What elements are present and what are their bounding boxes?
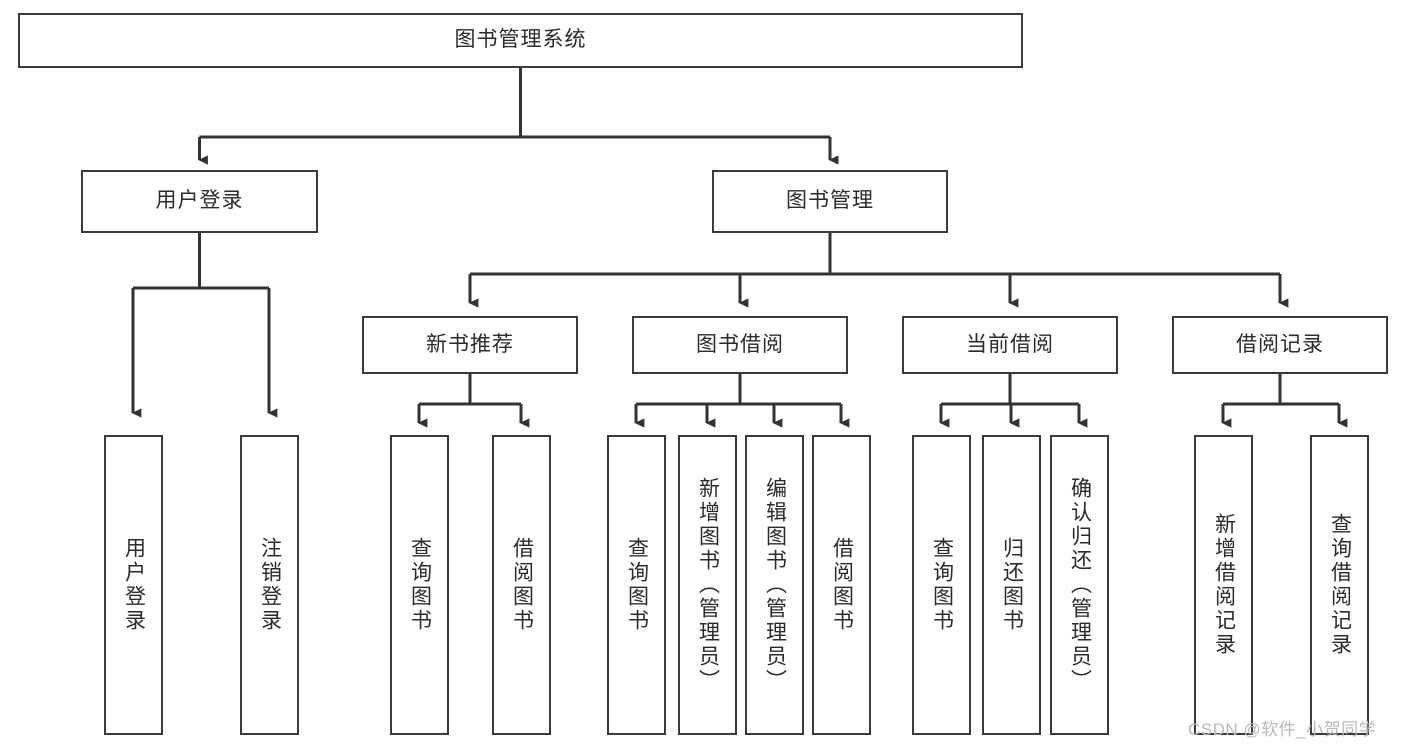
node-leaf-user-login[interactable]: 用户登录 [104,435,163,735]
node-borrow-record-label: 借阅记录 [1236,332,1324,356]
node-leaf-query-record-label: 查询借阅记录 [1328,513,1352,657]
node-current-borrow-label: 当前借阅 [966,332,1054,356]
node-new-book-recommend[interactable]: 新书推荐 [362,316,578,374]
node-book-borrow-label: 图书借阅 [696,332,784,356]
node-leaf-edit-book[interactable]: 编辑图书（管理员） [745,435,804,735]
node-book-borrow[interactable]: 图书借阅 [632,316,848,374]
node-leaf-return-book[interactable]: 归还图书 [982,435,1041,735]
node-borrow-record[interactable]: 借阅记录 [1172,316,1388,374]
node-leaf-confirm-return-label: 确认归还（管理员） [1068,477,1092,693]
node-leaf-user-logout-label: 注销登录 [258,537,282,633]
node-leaf-add-book-label: 新增图书（管理员） [696,477,720,693]
node-leaf-query-book-1-label: 查询图书 [408,537,432,633]
node-leaf-add-record-label: 新增借阅记录 [1212,513,1236,657]
node-leaf-query-book-3-label: 查询图书 [930,537,954,633]
node-new-book-recommend-label: 新书推荐 [426,332,514,356]
node-leaf-edit-book-label: 编辑图书（管理员） [763,477,787,693]
node-leaf-query-book-1[interactable]: 查询图书 [390,435,449,735]
node-leaf-query-book-3[interactable]: 查询图书 [912,435,971,735]
node-leaf-borrow-book-1[interactable]: 借阅图书 [492,435,551,735]
node-leaf-query-book-2[interactable]: 查询图书 [607,435,666,735]
watermark: CSDN @软件_小贺同学 [1188,720,1377,739]
node-book-management-label: 图书管理 [786,189,874,213]
node-leaf-borrow-book-2[interactable]: 借阅图书 [812,435,871,735]
node-leaf-query-book-2-label: 查询图书 [625,537,649,633]
node-leaf-return-book-label: 归还图书 [1000,537,1024,633]
node-leaf-add-book[interactable]: 新增图书（管理员） [678,435,737,735]
node-leaf-user-logout[interactable]: 注销登录 [240,435,299,735]
node-leaf-query-record[interactable]: 查询借阅记录 [1310,435,1369,735]
node-current-borrow[interactable]: 当前借阅 [902,316,1118,374]
node-root-label: 图书管理系统 [454,28,587,52]
node-leaf-confirm-return[interactable]: 确认归还（管理员） [1050,435,1109,735]
node-user-login-label: 用户登录 [155,189,244,213]
node-user-login[interactable]: 用户登录 [81,170,318,233]
node-leaf-borrow-book-1-label: 借阅图书 [510,537,534,633]
node-root[interactable]: 图书管理系统 [18,13,1023,68]
node-leaf-user-login-label: 用户登录 [122,537,146,633]
node-leaf-borrow-book-2-label: 借阅图书 [830,537,854,633]
node-book-management[interactable]: 图书管理 [712,170,948,233]
node-leaf-add-record[interactable]: 新增借阅记录 [1194,435,1253,735]
